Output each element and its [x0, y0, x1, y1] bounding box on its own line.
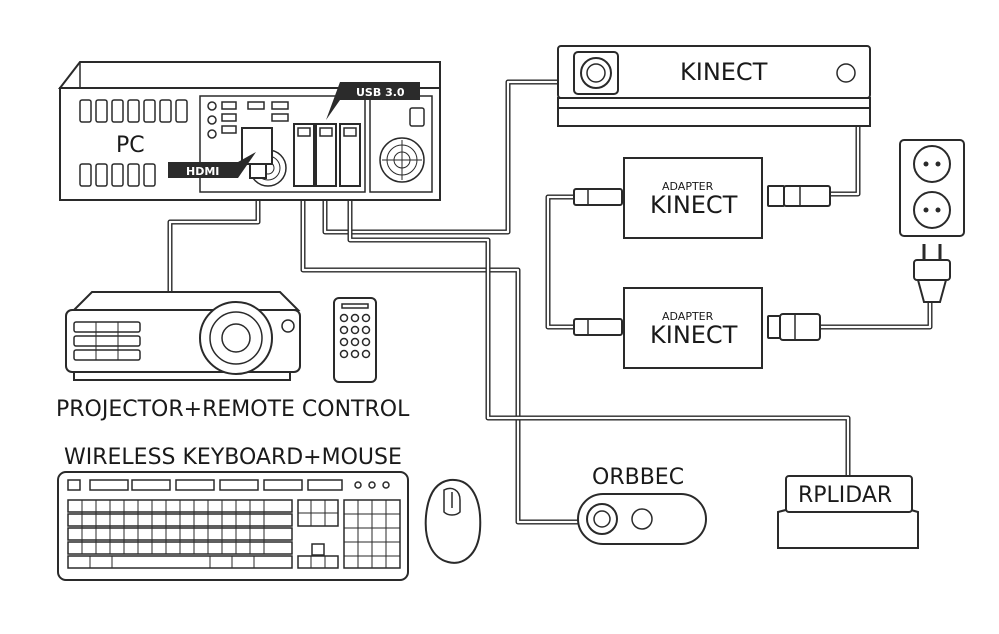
kinect-label: KINECT	[680, 58, 768, 86]
pc-label: PC	[116, 133, 145, 158]
remote-control	[333, 297, 377, 383]
kinect-sensor: KINECT	[557, 45, 871, 127]
keyboard	[57, 471, 409, 581]
projector	[65, 291, 301, 381]
pc-vents-top	[79, 99, 188, 123]
kinect-adapter-bottom: ADAPTER KINECT	[573, 287, 821, 369]
orbbec-camera	[577, 493, 707, 545]
rplidar-label: RPLIDAR	[798, 483, 892, 508]
hdmi-label: HDMI	[186, 165, 219, 178]
usb-tag: USB 3.0	[326, 82, 420, 120]
keyboard-label: WIRELESS KEYBOARD+MOUSE	[64, 445, 402, 470]
hdmi-tag: HDMI	[168, 152, 256, 178]
adapter-link-cable	[545, 194, 583, 330]
usb-label: USB 3.0	[356, 86, 405, 99]
adapter-top-small: ADAPTER	[662, 180, 714, 193]
adapter-top-big: KINECT	[650, 191, 738, 219]
adapter-bottom-small: ADAPTER	[662, 310, 714, 323]
wall-socket	[899, 139, 965, 237]
power-plug	[913, 244, 951, 303]
kinect-adapter-cable	[827, 122, 861, 197]
rplidar-sensor	[777, 475, 919, 549]
adapter-bottom-big: KINECT	[650, 321, 738, 349]
mouse	[424, 478, 482, 564]
projector-label: PROJECTOR+REMOTE CONTROL	[56, 397, 410, 422]
power-cable	[815, 299, 933, 330]
kinect-adapter-top: ADAPTER KINECT	[573, 157, 831, 239]
usb-plugs	[293, 123, 361, 187]
orbbec-label: ORBBEC	[592, 465, 684, 490]
pc-vents-bottom	[79, 163, 156, 187]
cables	[167, 79, 933, 525]
